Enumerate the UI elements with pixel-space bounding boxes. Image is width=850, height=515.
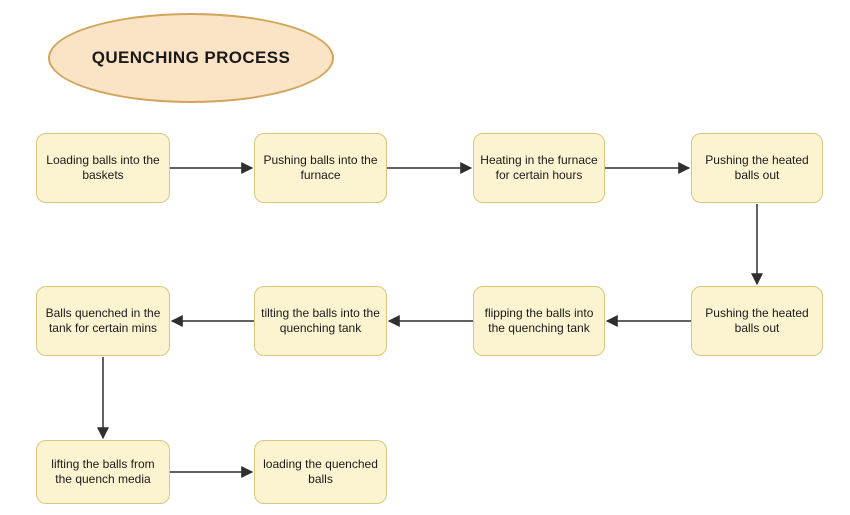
node-pushing-heated-balls-out-top: Pushing the heated balls out	[691, 133, 823, 203]
node-balls-quenched-in-tank: Balls quenched in the tank for certain m…	[36, 286, 170, 356]
node-label: Balls quenched in the tank for certain m…	[45, 306, 161, 335]
title-ellipse: QUENCHING PROCESS	[48, 13, 334, 103]
node-heating-in-furnace: Heating in the furnace for certain hours	[473, 133, 605, 203]
node-label: loading the quenched balls	[263, 457, 378, 486]
node-pushing-balls-into-furnace: Pushing balls into the furnace	[254, 133, 387, 203]
node-loading-quenched-balls: loading the quenched balls	[254, 440, 387, 504]
node-label: Loading balls into the baskets	[46, 153, 160, 182]
node-label: lifting the balls from the quench media	[51, 457, 155, 486]
node-tilting-balls-into-tank: tilting the balls into the quenching tan…	[254, 286, 387, 356]
node-label: Pushing the heated balls out	[705, 306, 809, 335]
node-label: flipping the balls into the quenching ta…	[484, 306, 594, 335]
node-lifting-balls-from-media: lifting the balls from the quench media	[36, 440, 170, 504]
node-pushing-heated-balls-out-mid: Pushing the heated balls out	[691, 286, 823, 356]
node-label: Pushing the heated balls out	[705, 153, 809, 182]
diagram-title: QUENCHING PROCESS	[91, 48, 291, 67]
node-loading-balls-into-baskets: Loading balls into the baskets	[36, 133, 170, 203]
node-label: Pushing balls into the furnace	[263, 153, 378, 182]
node-label: tilting the balls into the quenching tan…	[261, 306, 380, 335]
node-flipping-balls-into-tank: flipping the balls into the quenching ta…	[473, 286, 605, 356]
node-label: Heating in the furnace for certain hours	[480, 153, 598, 182]
